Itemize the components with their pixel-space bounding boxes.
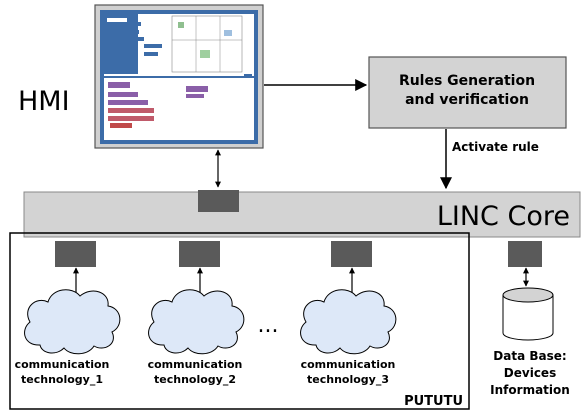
cloud-icon-technology-1 [24, 289, 121, 355]
tech3-label-line2: technology_3 [307, 373, 389, 386]
tech3-label-line1: communication [301, 358, 396, 371]
tech3-connector [331, 241, 372, 267]
hmi-connector [198, 190, 239, 212]
tech2-label-line2: technology_2 [154, 373, 236, 386]
pututu-frame [9, 232, 470, 410]
tech2-connector [179, 241, 220, 267]
rules-line1: Rules Generation [399, 73, 535, 89]
database-connector [508, 241, 542, 267]
database-label-line1: Data Base: [493, 349, 566, 363]
database-cylinder-icon [502, 287, 554, 341]
linc-core-label: LINC Core [437, 201, 570, 232]
hmi-screenshot-icon [94, 4, 264, 149]
ellipsis: ... [258, 313, 279, 338]
rules-line2: and verification [405, 92, 529, 108]
activate-rule-label: Activate rule [452, 140, 539, 154]
database-label-line2: Devices [504, 366, 556, 380]
database-label-line3: Information [490, 383, 570, 397]
hmi-label: HMI [18, 86, 70, 117]
cloud-icon-technology-2 [148, 289, 245, 355]
tech2-label-line1: communication [148, 358, 243, 371]
rules-generation-box [368, 56, 567, 129]
linc-core-bar [23, 191, 581, 238]
cloud-icon-technology-3 [300, 289, 397, 355]
pututu-label: PUTUTU [404, 394, 463, 409]
tech1-label-line2: technology_1 [21, 373, 103, 386]
tech1-label-line1: communication [15, 358, 110, 371]
tech1-connector [55, 241, 96, 267]
